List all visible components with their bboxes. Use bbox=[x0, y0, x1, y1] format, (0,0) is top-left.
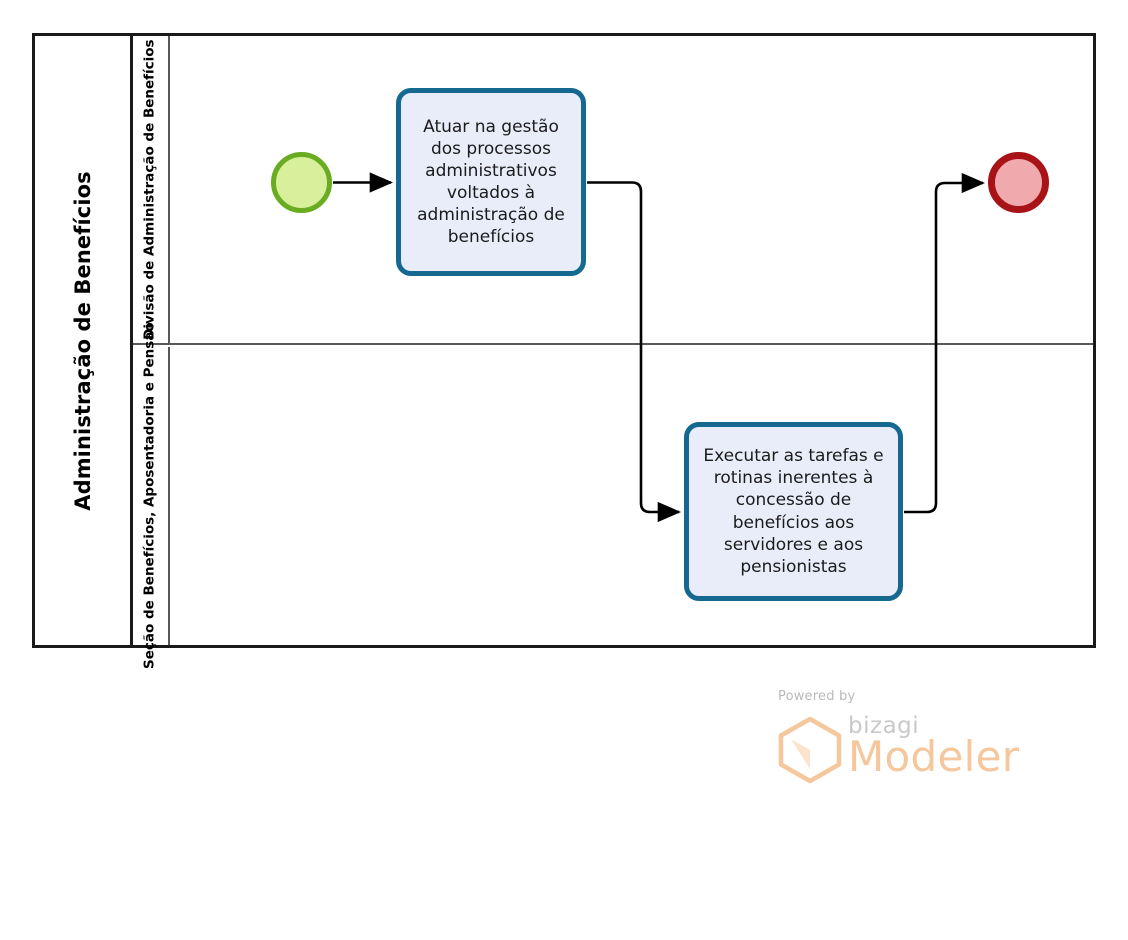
bizagi-product-name: Modeler bbox=[848, 732, 1020, 781]
lane-header-2: Seção de Benefícios, Aposentadoria e Pen… bbox=[133, 323, 170, 669]
lane-header-1: Divisão de Administração de Benefícios bbox=[133, 36, 170, 343]
lane-body-2 bbox=[170, 347, 1093, 645]
task-executar-as-tarefas[interactable]: Executar as tarefas e rotinas inerentes … bbox=[684, 422, 903, 601]
powered-by-label: Powered by bbox=[778, 689, 856, 704]
bizagi-hexagon-logo-icon bbox=[778, 717, 842, 783]
lane-label-2: Seção de Benefícios, Aposentadoria e Pen… bbox=[141, 322, 158, 670]
end-event[interactable] bbox=[988, 152, 1049, 213]
bizagi-wordmark: bizagi Modeler bbox=[848, 715, 1019, 778]
bizagi-brand-name: bizagi bbox=[848, 713, 920, 739]
bizagi-watermark: Powered by bizagi Modeler bbox=[776, 689, 1026, 789]
pool-title: Administração de Benefícios bbox=[70, 170, 95, 511]
lane-secao-de-beneficios-aposentadoria-e-pensao: Seção de Benefícios, Aposentadoria e Pen… bbox=[133, 323, 1093, 669]
task-2-label: Executar as tarefas e rotinas inerentes … bbox=[703, 446, 884, 577]
lane-label-1: Divisão de Administração de Benefícios bbox=[141, 39, 158, 340]
task-1-label: Atuar na gestão dos processos administra… bbox=[417, 116, 565, 248]
task-atuar-na-gestao[interactable]: Atuar na gestão dos processos administra… bbox=[396, 88, 586, 276]
start-event[interactable] bbox=[271, 152, 332, 213]
pool-title-strip: Administração de Benefícios bbox=[35, 36, 133, 645]
